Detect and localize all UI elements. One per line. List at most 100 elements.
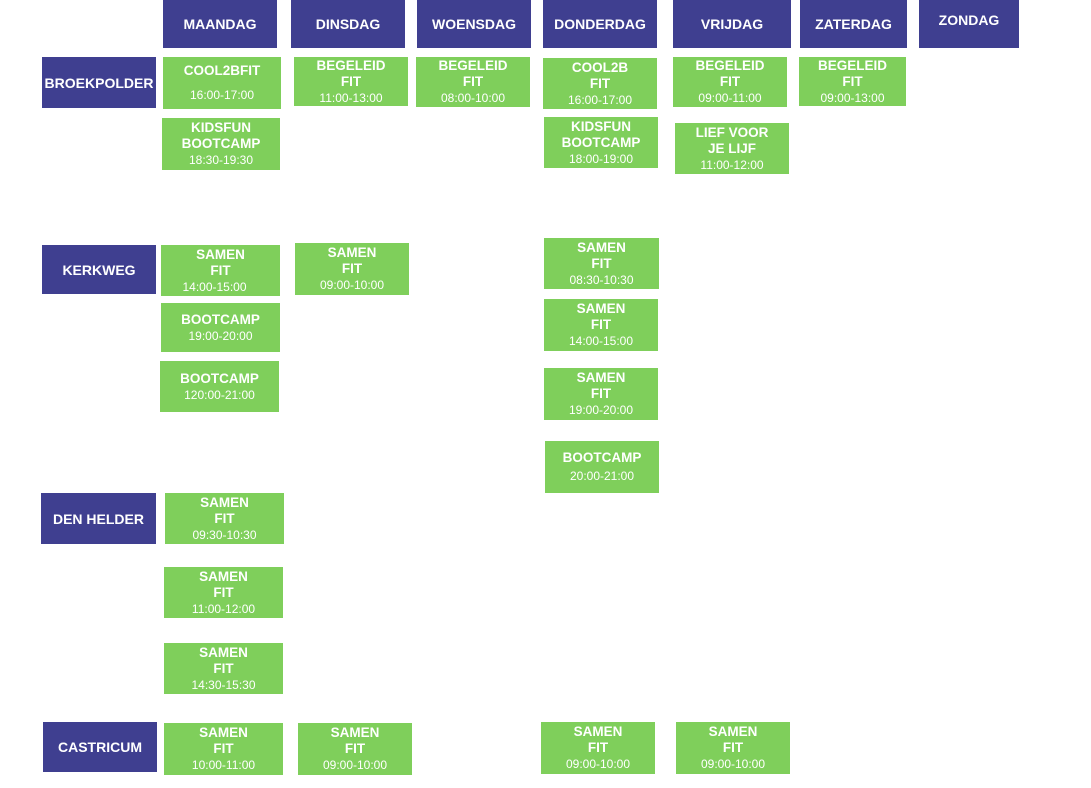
class-block[interactable]: BOOTCAMP 20:00-21:00	[545, 441, 659, 493]
class-block[interactable]: BOOTCAMP 120:00-21:00	[160, 361, 279, 412]
class-block[interactable]: SAMEN FIT 09:00-10:00	[298, 723, 412, 775]
class-block[interactable]: BEGELEID FIT 09:00-13:00	[799, 57, 906, 106]
class-title: COOL2BFIT	[183, 63, 261, 78]
class-block[interactable]: SAMEN FIT 09:00-10:00	[541, 722, 655, 774]
location-castricum: CASTRICUM	[43, 722, 157, 772]
class-block[interactable]: KIDSFUN BOOTCAMP 18:30-19:30	[162, 118, 280, 170]
class-block[interactable]: COOL2B FIT 16:00-17:00	[543, 58, 657, 109]
day-header-woensdag: WOENSDAG	[417, 0, 531, 48]
class-title: COOL2B	[571, 59, 629, 75]
class-time: 11:00-12:00	[191, 601, 256, 616]
class-time: 11:00-12:00	[700, 157, 764, 172]
class-title: FIT	[842, 73, 863, 89]
class-block[interactable]: SAMEN FIT 14:00-15:00	[544, 299, 658, 351]
class-block[interactable]: SAMEN FIT 14:00-15:00	[161, 245, 280, 296]
class-time: 09:00-10:00	[322, 758, 388, 772]
class-time: 08:00-10:00	[440, 91, 506, 105]
class-block[interactable]: BOOTCAMP 19:00-20:00	[161, 303, 280, 352]
class-title: BOOTCAMP	[562, 450, 642, 465]
class-title: FIT	[341, 261, 363, 276]
class-time: 14:00-15:00	[568, 334, 634, 348]
day-header-maandag: MAANDAG	[163, 0, 277, 48]
class-title: BEGELEID	[695, 58, 765, 73]
class-block[interactable]: SAMEN FIT 10:00-11:00	[164, 723, 283, 775]
class-block[interactable]: SAMEN FIT 19:00-20:00	[544, 368, 658, 420]
class-block[interactable]: COOL2BFIT 16:00-17:00	[163, 57, 281, 109]
class-time: 18:00-19:00	[568, 151, 634, 166]
class-title: BOOTCAMP	[561, 134, 641, 150]
class-title: SAMEN	[330, 725, 380, 740]
class-title: FIT	[722, 740, 744, 755]
class-time: 11:00-13:00	[319, 90, 383, 105]
class-time: 09:00-10:00	[700, 757, 766, 771]
class-time: 09:00-10:00	[565, 757, 631, 771]
class-time: 10:00-11:00	[191, 758, 256, 772]
day-header-dinsdag: DINSDAG	[291, 0, 405, 48]
class-title: KIDSFUN	[571, 118, 631, 134]
class-title: FIT	[587, 740, 609, 755]
class-title: FIT	[462, 74, 484, 89]
class-title: JE LIJF	[707, 140, 756, 156]
class-time: 20:00-21:00	[569, 469, 635, 483]
class-time: 19:00-20:00	[568, 403, 634, 417]
class-block[interactable]: SAMEN FIT 09:00-10:00	[676, 722, 790, 774]
location-kerkweg: KERKWEG	[42, 245, 156, 294]
class-title: FIT	[589, 75, 611, 91]
class-title: SAMEN	[200, 494, 249, 510]
class-title: SAMEN	[196, 246, 245, 262]
class-title: SAMEN	[577, 239, 626, 255]
class-title: BEGELEID	[438, 58, 508, 73]
class-time: 19:00-20:00	[188, 328, 253, 343]
class-title: SAMEN	[199, 568, 248, 584]
day-header-vrijdag: VRIJDAG	[673, 0, 791, 48]
class-time: 18:30-19:30	[188, 153, 254, 167]
class-title: SAMEN	[199, 644, 248, 660]
class-title: SAMEN	[576, 370, 626, 385]
class-title: BOOTCAMP	[181, 311, 260, 327]
class-title: FIT	[590, 386, 612, 401]
class-block[interactable]: SAMEN FIT 09:30-10:30	[165, 493, 284, 544]
class-time: 16:00-17:00	[567, 92, 633, 107]
day-header-donderdag: DONDERDAG	[543, 0, 657, 48]
class-title: BOOTCAMP	[180, 370, 259, 386]
class-block[interactable]: BEGELEID FIT 11:00-13:00	[294, 57, 408, 106]
class-title: FIT	[590, 317, 612, 332]
class-time: 08:30-10:30	[569, 272, 634, 287]
class-title: SAMEN	[199, 725, 248, 740]
class-title: FIT	[214, 510, 235, 526]
class-title: FIT	[213, 584, 234, 600]
class-title: FIT	[340, 73, 362, 89]
class-title: SAMEN	[327, 245, 377, 260]
class-block[interactable]: SAMEN FIT 11:00-12:00	[164, 567, 283, 618]
class-title: FIT	[213, 741, 234, 756]
class-block[interactable]: SAMEN FIT 14:30-15:30	[164, 643, 283, 694]
day-header-zaterdag: ZATERDAG	[800, 0, 907, 48]
class-time: 16:00-17:00	[189, 88, 255, 102]
class-block[interactable]: SAMEN FIT 08:30-10:30	[544, 238, 659, 289]
class-time: 09:00-10:00	[319, 278, 385, 292]
class-block[interactable]: KIDSFUN BOOTCAMP 18:00-19:00	[544, 117, 658, 168]
class-title: SAMEN	[576, 301, 626, 316]
class-title: SAMEN	[708, 724, 758, 739]
class-time: 09:30-10:30	[192, 527, 257, 542]
class-block[interactable]: LIEF VOOR JE LIJF 11:00-12:00	[675, 123, 789, 174]
class-time: 14:30-15:30	[191, 677, 256, 692]
class-time: 14:00-15:00	[182, 279, 247, 294]
class-title: FIT	[344, 741, 366, 756]
class-title: FIT	[719, 74, 741, 89]
class-block[interactable]: BEGELEID FIT 08:00-10:00	[416, 57, 530, 107]
class-title: FIT	[591, 255, 612, 271]
class-title: LIEF VOOR	[695, 124, 769, 140]
class-block[interactable]: BEGELEID FIT 09:00-11:00	[673, 57, 787, 107]
class-time: 120:00-21:00	[184, 387, 255, 402]
class-title: BOOTCAMP	[181, 136, 261, 151]
location-den-helder: DEN HELDER	[41, 493, 156, 544]
class-time: 09:00-13:00	[820, 90, 885, 105]
location-broekpolder: BROEKPOLDER	[42, 57, 156, 108]
class-title: BEGELEID	[817, 57, 887, 73]
day-header-zondag: ZONDAG	[919, 0, 1019, 48]
class-title: SAMEN	[573, 724, 623, 739]
class-title: FIT	[213, 660, 234, 676]
class-block[interactable]: SAMEN FIT 09:00-10:00	[295, 243, 409, 295]
class-title: KIDSFUN	[191, 120, 251, 135]
